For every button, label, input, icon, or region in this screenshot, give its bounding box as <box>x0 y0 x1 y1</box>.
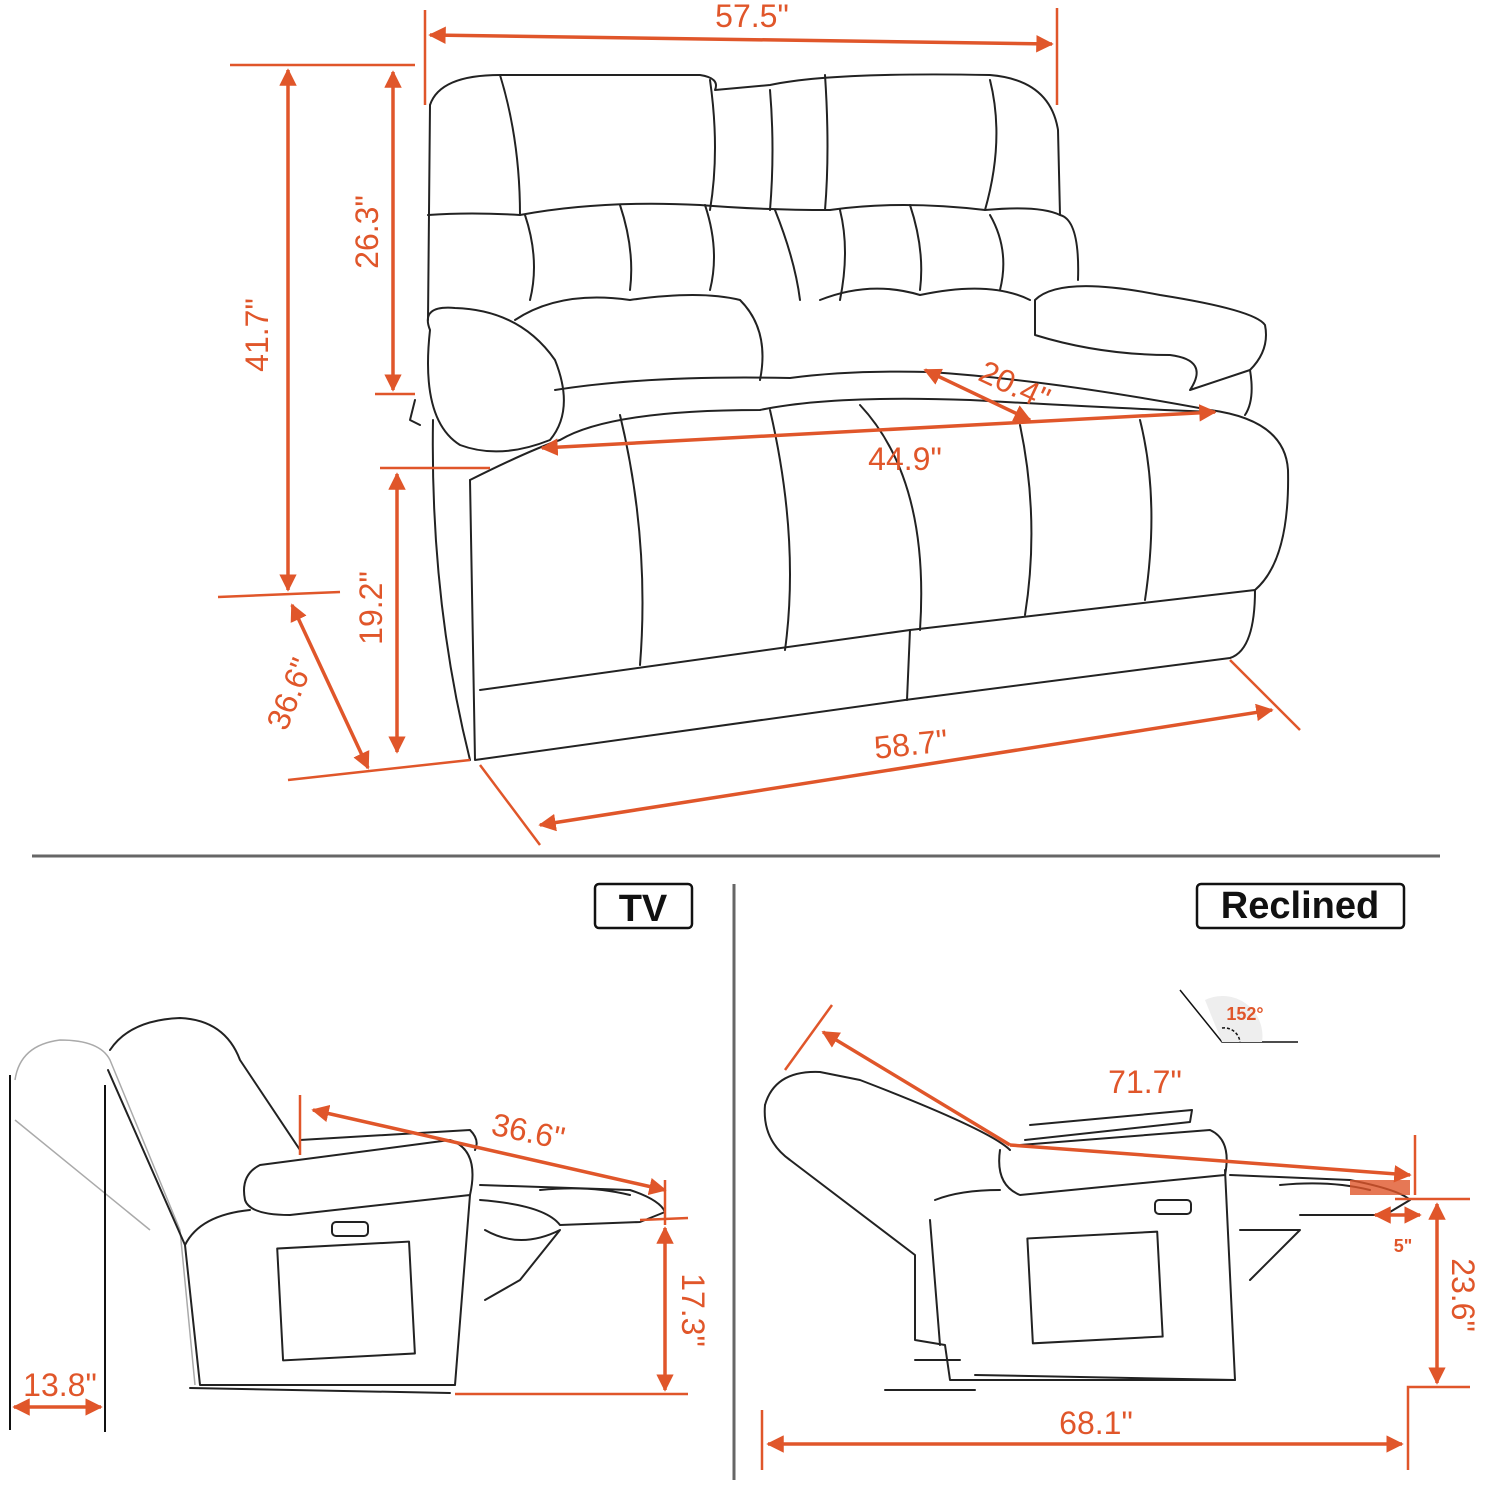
recliner-tv-position-drawing <box>14 1017 666 1394</box>
depth-label: 36.6" <box>259 653 320 735</box>
seat-width-label: 44.9" <box>868 441 942 477</box>
seat-height-label: 19.2" <box>353 571 389 645</box>
width-top-label: 57.5" <box>715 0 789 34</box>
reclined-dimension-lines <box>760 1004 1470 1470</box>
footrest-highlight <box>1350 1180 1410 1195</box>
tv-length-label: 36.6" <box>489 1106 569 1157</box>
total-reclined-length-label: 68.1" <box>1059 1405 1133 1441</box>
tv-title-badge: TV <box>593 882 694 930</box>
reclined-footrest-height-label: 23.6" <box>1445 1258 1481 1332</box>
tv-footrest-height-label: 17.3" <box>675 1273 711 1347</box>
width-bottom-label: 58.7" <box>872 722 949 766</box>
front-dimension-lines <box>217 8 1301 846</box>
tv-title: TV <box>619 888 668 930</box>
wall-clearance-label: 13.8" <box>23 1367 97 1403</box>
footrest-gap-label: 5" <box>1394 1236 1413 1256</box>
loveseat-front-drawing <box>409 73 1290 761</box>
reclined-title: Reclined <box>1221 885 1379 927</box>
total-height-label: 41.7" <box>239 298 275 372</box>
recline-angle-label: 152° <box>1226 1004 1263 1024</box>
seat-depth-label: 20.4" <box>974 353 1056 417</box>
reclined-title-badge: Reclined <box>1195 882 1406 930</box>
tv-dimension-lines <box>9 1075 689 1432</box>
recliner-reclined-drawing <box>763 1070 1411 1391</box>
back-height-label: 26.3" <box>349 195 385 269</box>
reclined-length-label: 71.7" <box>1108 1064 1182 1100</box>
angle-indicator: 152° <box>1179 989 1298 1043</box>
